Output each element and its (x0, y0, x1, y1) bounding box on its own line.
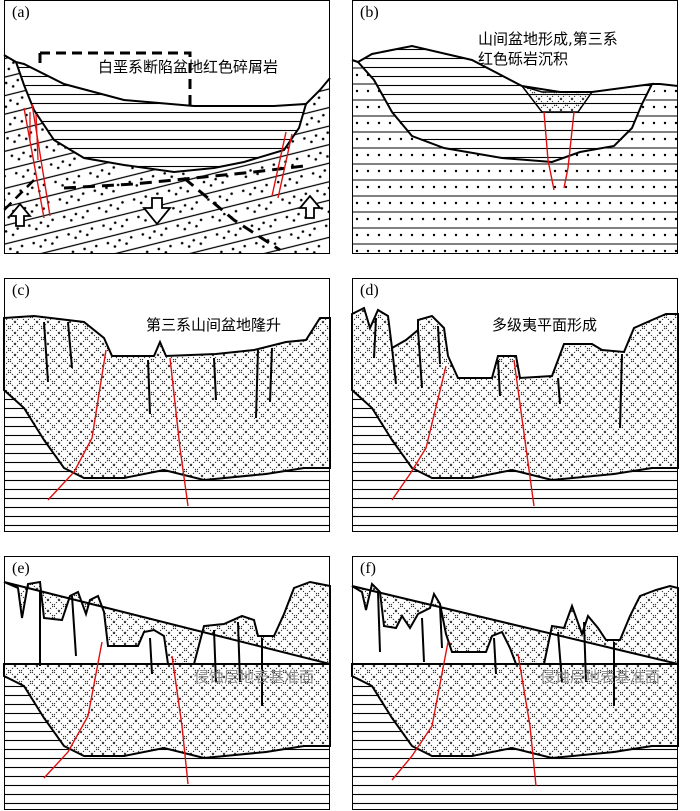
panel-f-diagram (351, 556, 679, 810)
panel-a-label: (a) (12, 4, 30, 21)
panel-e-diagram (3, 556, 331, 810)
panel-b-label: (b) (360, 4, 379, 21)
panel-d-diagram (351, 278, 679, 532)
panel-e-label: (e) (12, 560, 30, 577)
panel-b-diagram (351, 0, 679, 254)
panel-c-diagram (3, 278, 331, 532)
panel-c-caption: 第三系山间盆地隆升 (146, 316, 282, 334)
panel-a: (a) 白垩系断陷盆地红色碎屑岩 (3, 0, 331, 254)
panel-f-label: (f) (360, 560, 376, 577)
panel-e-caption: 侵蚀层地表基准面 (194, 668, 315, 686)
panel-b-caption-line2: 红色砾岩沉积 (478, 50, 569, 68)
panel-d: (d) 多级夷平面形成 (351, 278, 679, 532)
panel-a-caption: 白垩系断陷盆地红色碎屑岩 (98, 58, 279, 76)
panel-d-label: (d) (360, 282, 379, 299)
panel-a-diagram (3, 0, 331, 254)
panel-e: (e) 侵蚀层地表基准面 (3, 556, 331, 810)
panel-b: (b) 山间盆地形成,第三系 红色砾岩沉积 (351, 0, 679, 254)
panel-d-caption: 多级夷平面形成 (492, 316, 598, 334)
panel-f: (f) 侵蚀层地表基准面 (351, 556, 679, 810)
panel-c: (c) 第三系山间盆地隆升 (3, 278, 331, 532)
panel-f-caption: 侵蚀层地表基准面 (540, 668, 661, 686)
panel-c-label: (c) (12, 282, 30, 299)
panel-b-caption-line1: 山间盆地形成,第三系 (478, 30, 618, 48)
